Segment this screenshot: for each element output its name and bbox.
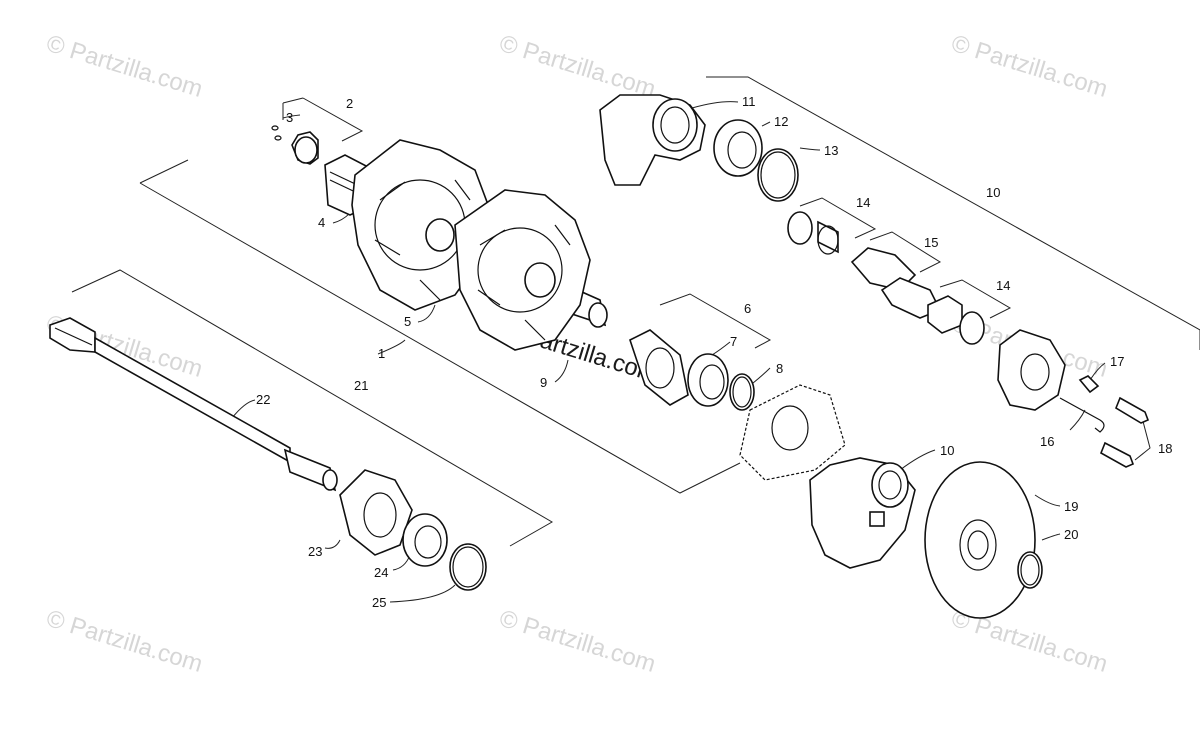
callout-12: 12 [774, 114, 788, 129]
caliper-part-11 [599, 94, 706, 186]
callout-9: 9 [540, 375, 547, 390]
brake-pads-part-15 [850, 247, 942, 319]
bushing-part-17 [1078, 375, 1100, 394]
leader-10b [899, 449, 936, 471]
callout-23: 23 [308, 544, 322, 559]
callout-24: 24 [374, 565, 388, 580]
brake-disc-part-19 [924, 461, 1036, 619]
bearing-part-2 [271, 125, 319, 165]
leader-11 [691, 101, 739, 109]
leader-22 [231, 399, 256, 419]
watermark-top-right: © Partzilla.com [948, 30, 1111, 103]
callout-2: 2 [346, 96, 353, 111]
bearing-part-12 [713, 119, 763, 177]
sprocket-part-5-right [454, 189, 591, 351]
caliper-lower-right [997, 329, 1066, 411]
callout-11: 11 [742, 94, 756, 109]
callout-1: 1 [378, 346, 385, 361]
seal-part-14-lower [927, 295, 985, 345]
callout-21: 21 [354, 378, 368, 393]
leader-12 [761, 121, 771, 127]
bearing-part-24 [402, 513, 448, 567]
callout-labels: 1 2 3 4 5 6 7 8 9 10 10 11 12 13 14 14 1… [256, 94, 1172, 610]
callout-17: 17 [1110, 354, 1124, 369]
callout-20: 20 [1064, 527, 1078, 542]
leader-19 [1034, 494, 1061, 507]
callout-4: 4 [318, 215, 325, 230]
snap-ring-part-8 [729, 373, 755, 411]
callout-3: 3 [286, 110, 293, 125]
leader-9 [554, 359, 569, 383]
flange-part-6 [629, 329, 689, 406]
bracket-part-14a [799, 197, 877, 239]
bracket-assembly-1 [139, 159, 741, 494]
callout-6: 6 [744, 301, 751, 316]
callout-10-upper: 10 [986, 185, 1000, 200]
assembly-brackets [71, 76, 1200, 547]
leader-23 [324, 539, 341, 549]
callout-14-upper: 14 [856, 195, 870, 210]
callout-19: 19 [1064, 499, 1078, 514]
watermark-top-left: © Partzilla.com [43, 30, 206, 103]
bracket-part-15 [869, 231, 942, 273]
bracket-part-2 [282, 97, 364, 142]
snap-ring-part-20 [1017, 551, 1043, 589]
seal-part-14-upper [787, 211, 839, 255]
callout-10-lower: 10 [940, 443, 954, 458]
leader-20 [1041, 533, 1061, 541]
leader-16 [1069, 409, 1086, 431]
bracket-part-14b [939, 279, 1012, 319]
pin-part-16 [1059, 397, 1105, 433]
o-ring-part-13 [757, 148, 799, 202]
callout-5: 5 [404, 314, 411, 329]
bearing-part-7 [687, 353, 729, 407]
leader-24 [392, 554, 411, 571]
callout-7: 7 [730, 334, 737, 349]
leader-lines [231, 101, 1151, 603]
callout-14-lower: 14 [996, 278, 1010, 293]
watermark-top-center: © Partzilla.com [496, 30, 659, 103]
callout-16: 16 [1040, 434, 1054, 449]
bolts-part-18 [1099, 396, 1150, 468]
bracket-part-6 [659, 293, 772, 349]
leader-5 [417, 304, 436, 323]
jackshaft-part-22 [49, 317, 338, 492]
callout-25: 25 [372, 595, 386, 610]
callout-22: 22 [256, 392, 270, 407]
callout-18: 18 [1158, 441, 1172, 456]
bracket-assembly-21 [71, 269, 553, 547]
bracket-assembly-10 [706, 76, 1200, 350]
leader-13 [799, 147, 821, 151]
watermark-bottom-center: © Partzilla.com [496, 605, 659, 678]
leader-17 [1089, 362, 1106, 381]
o-ring-part-25 [449, 543, 487, 591]
leader-1 [377, 339, 406, 355]
flange-part-23 [339, 469, 413, 556]
watermark-bottom-left: © Partzilla.com [43, 605, 206, 678]
leader-3 [282, 114, 301, 119]
callout-13: 13 [824, 143, 838, 158]
leader-25 [389, 584, 456, 603]
callout-8: 8 [776, 361, 783, 376]
gasket-plate [739, 384, 846, 481]
leader-7 [711, 341, 731, 356]
callout-15: 15 [924, 235, 938, 250]
caliper-part-10-lower [809, 457, 916, 569]
